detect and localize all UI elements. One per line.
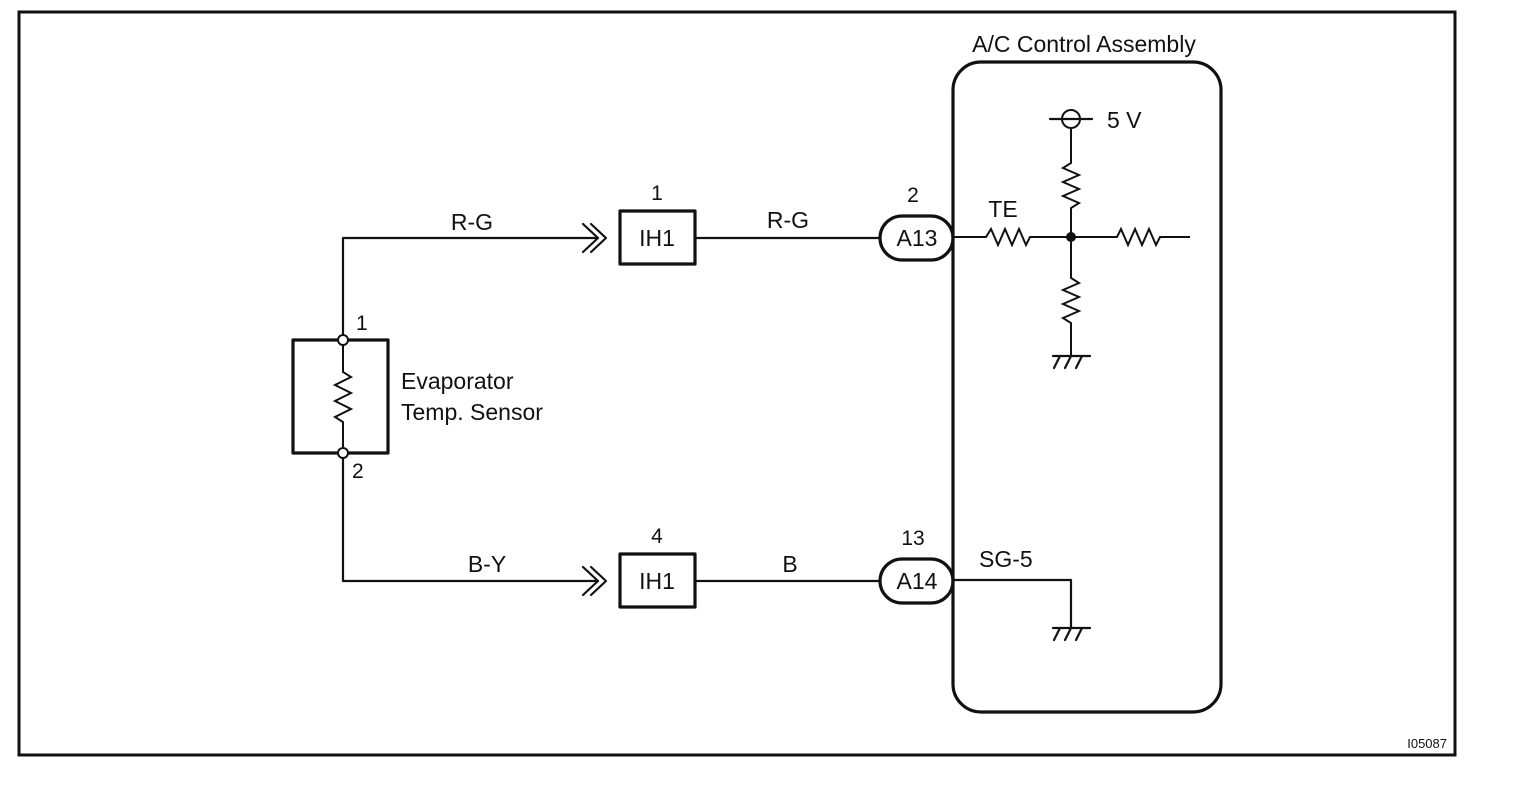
sensor-pin-1-label: 1 <box>356 312 368 335</box>
pullup-resistor <box>1060 128 1082 237</box>
a14-label: A14 <box>897 568 938 594</box>
lower-ih1-pin: 4 <box>651 525 663 548</box>
sensor-pin-1-terminal <box>337 334 349 346</box>
lower-connector-arrow <box>581 565 608 597</box>
sensor-label-line1: Evaporator <box>401 368 514 394</box>
sensor-label-line2: Temp. Sensor <box>401 399 543 425</box>
internal-ground-symbol <box>1051 354 1092 370</box>
figure-id: I05087 <box>1407 736 1447 751</box>
supply-label: 5 V <box>1107 107 1142 133</box>
lower-wire-left <box>341 456 600 583</box>
lower-wire-left-label: B-Y <box>468 551 506 577</box>
te-resistor <box>953 226 1071 248</box>
lower-ih1-label: IH1 <box>639 568 675 594</box>
evaporator-temp-sensor-box <box>291 338 390 455</box>
sg5-ground-symbol <box>1051 626 1092 642</box>
sensor-resistor <box>332 340 354 453</box>
te-label: TE <box>988 196 1017 222</box>
lower-wire-right-label: B <box>782 551 797 577</box>
a13-pin: 2 <box>907 184 919 207</box>
upper-connector-arrow <box>581 222 608 254</box>
sg5-wire <box>951 578 1073 630</box>
upper-wire-right-label: R-G <box>767 207 809 233</box>
ac-control-assembly-box <box>951 60 1223 714</box>
upper-ih1-label: IH1 <box>639 225 675 251</box>
upper-ih1-pin: 1 <box>651 182 663 205</box>
a14-pin: 13 <box>901 527 924 550</box>
diagram-frame <box>17 10 1457 757</box>
right-resistor <box>1071 226 1190 248</box>
pulldown-resistor <box>1060 237 1082 356</box>
sensor-pin-2-label: 2 <box>352 460 364 483</box>
sg5-label: SG-5 <box>979 546 1033 572</box>
a13-label: A13 <box>897 225 938 251</box>
sensor-pin-2-terminal <box>337 447 349 459</box>
upper-wire-left <box>341 236 600 337</box>
upper-wire-left-label: R-G <box>451 209 493 235</box>
assembly-title: A/C Control Assembly <box>972 31 1196 57</box>
